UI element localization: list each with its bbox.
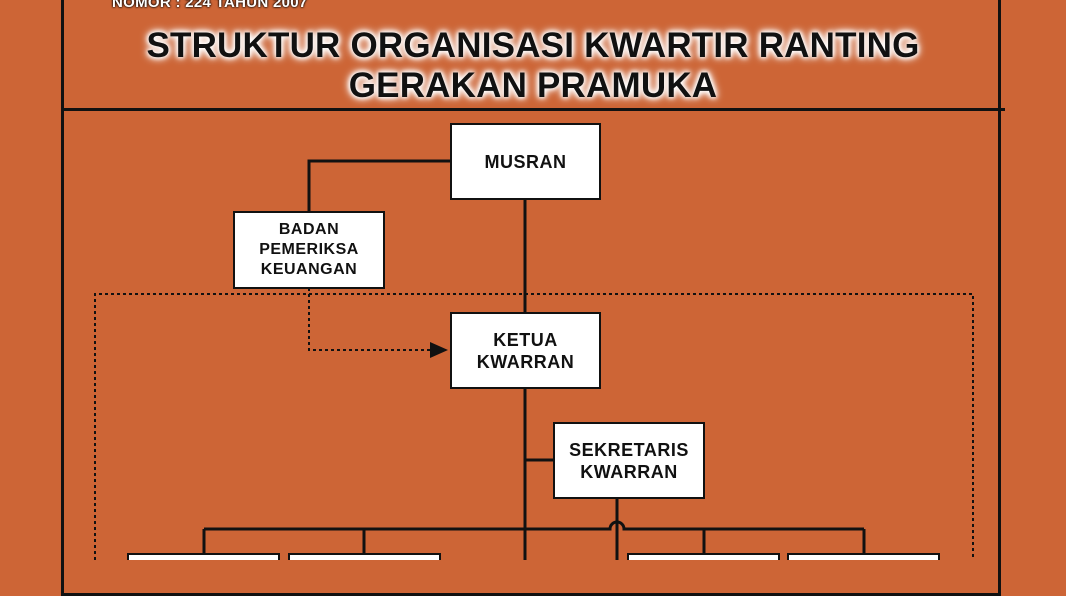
page-title: STRUKTUR ORGANISASI KWARTIR RANTING GERA…	[61, 26, 1005, 106]
bottom-box-2	[288, 553, 441, 560]
node-musran-label: MUSRAN	[484, 151, 567, 172]
bottom-box-4	[787, 553, 940, 560]
title-line-1: STRUKTUR ORGANISASI KWARTIR RANTING	[146, 26, 920, 65]
node-ketua-label: KETUA KWARRAN	[476, 329, 575, 372]
node-badan-pemeriksa-keuangan: BADAN PEMERIKSA KEUANGAN	[233, 211, 385, 289]
line-musran-to-bpk	[307, 159, 450, 212]
node-musran: MUSRAN	[450, 123, 601, 200]
node-ketua-kwarran: KETUA KWARRAN	[450, 312, 601, 389]
connector-lines	[94, 159, 974, 560]
bottom-box-3	[627, 553, 780, 560]
bottom-box-1	[127, 553, 280, 560]
node-sekretaris-kwarran: SEKRETARIS KWARRAN	[553, 422, 705, 499]
dotted-line-bpk-to-ketua	[308, 288, 448, 358]
decree-number: NOMOR : 224 TAHUN 2007	[112, 0, 308, 11]
node-badan-pemeriksa-label: BADAN PEMERIKSA KEUANGAN	[259, 221, 359, 278]
dotted-enclosure	[94, 293, 974, 560]
title-line-2: GERAKAN PRAMUKA	[348, 66, 718, 105]
bus-right	[525, 520, 864, 531]
header-divider	[61, 108, 1005, 111]
node-sekretaris-label: SEKRETARIS KWARRAN	[569, 439, 689, 482]
